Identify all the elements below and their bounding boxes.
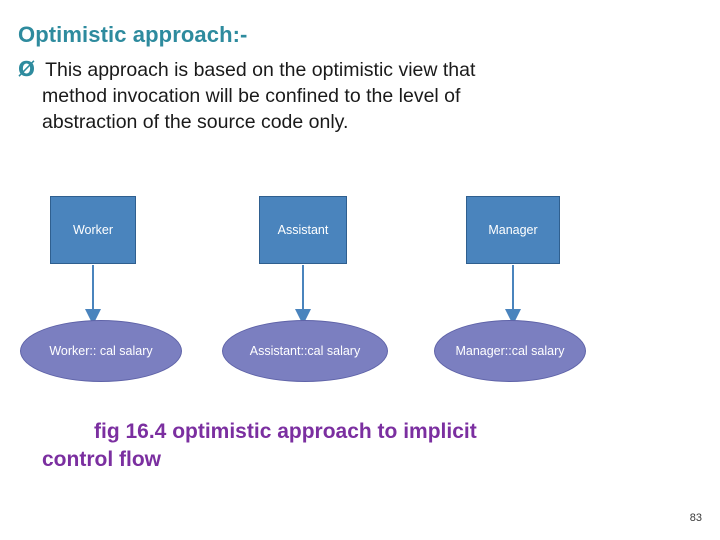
method-ellipse-worker-calsalary[interactable]: Worker:: cal salary bbox=[20, 320, 182, 382]
figure-caption-line-1: fig 16.4 optimistic approach to implicit bbox=[94, 420, 477, 443]
bullet-arrow-icon: Ø bbox=[18, 57, 36, 81]
connector-arrows bbox=[85, 265, 521, 325]
bullet-line-2: method invocation will be confined to th… bbox=[42, 84, 461, 107]
bullet-first-line: Ø This approach is based on the optimist… bbox=[18, 56, 688, 84]
method-ellipse-manager-calsalary[interactable]: Manager::cal salary bbox=[434, 320, 586, 382]
method-ellipse-assistant-calsalary[interactable]: Assistant::cal salary bbox=[222, 320, 388, 382]
bullet-paragraph: Ø This approach is based on the optimist… bbox=[18, 56, 688, 136]
class-box-manager[interactable]: Manager bbox=[466, 196, 560, 264]
class-box-assistant[interactable]: Assistant bbox=[259, 196, 347, 264]
page-title: Optimistic approach:- bbox=[18, 22, 248, 47]
figure-caption-line-2: control flow bbox=[42, 448, 161, 472]
figure-caption: fig 16.4 optimistic approach to implicit… bbox=[42, 418, 662, 475]
bullet-line-1: This approach is based on the optimistic… bbox=[45, 59, 476, 81]
diagram-container: Worker Assistant Manager Worker:: cal sa… bbox=[0, 180, 720, 410]
class-box-worker[interactable]: Worker bbox=[50, 196, 136, 264]
bullet-line-3: abstraction of the source code only. bbox=[42, 110, 349, 133]
page-number: 83 bbox=[689, 512, 702, 524]
